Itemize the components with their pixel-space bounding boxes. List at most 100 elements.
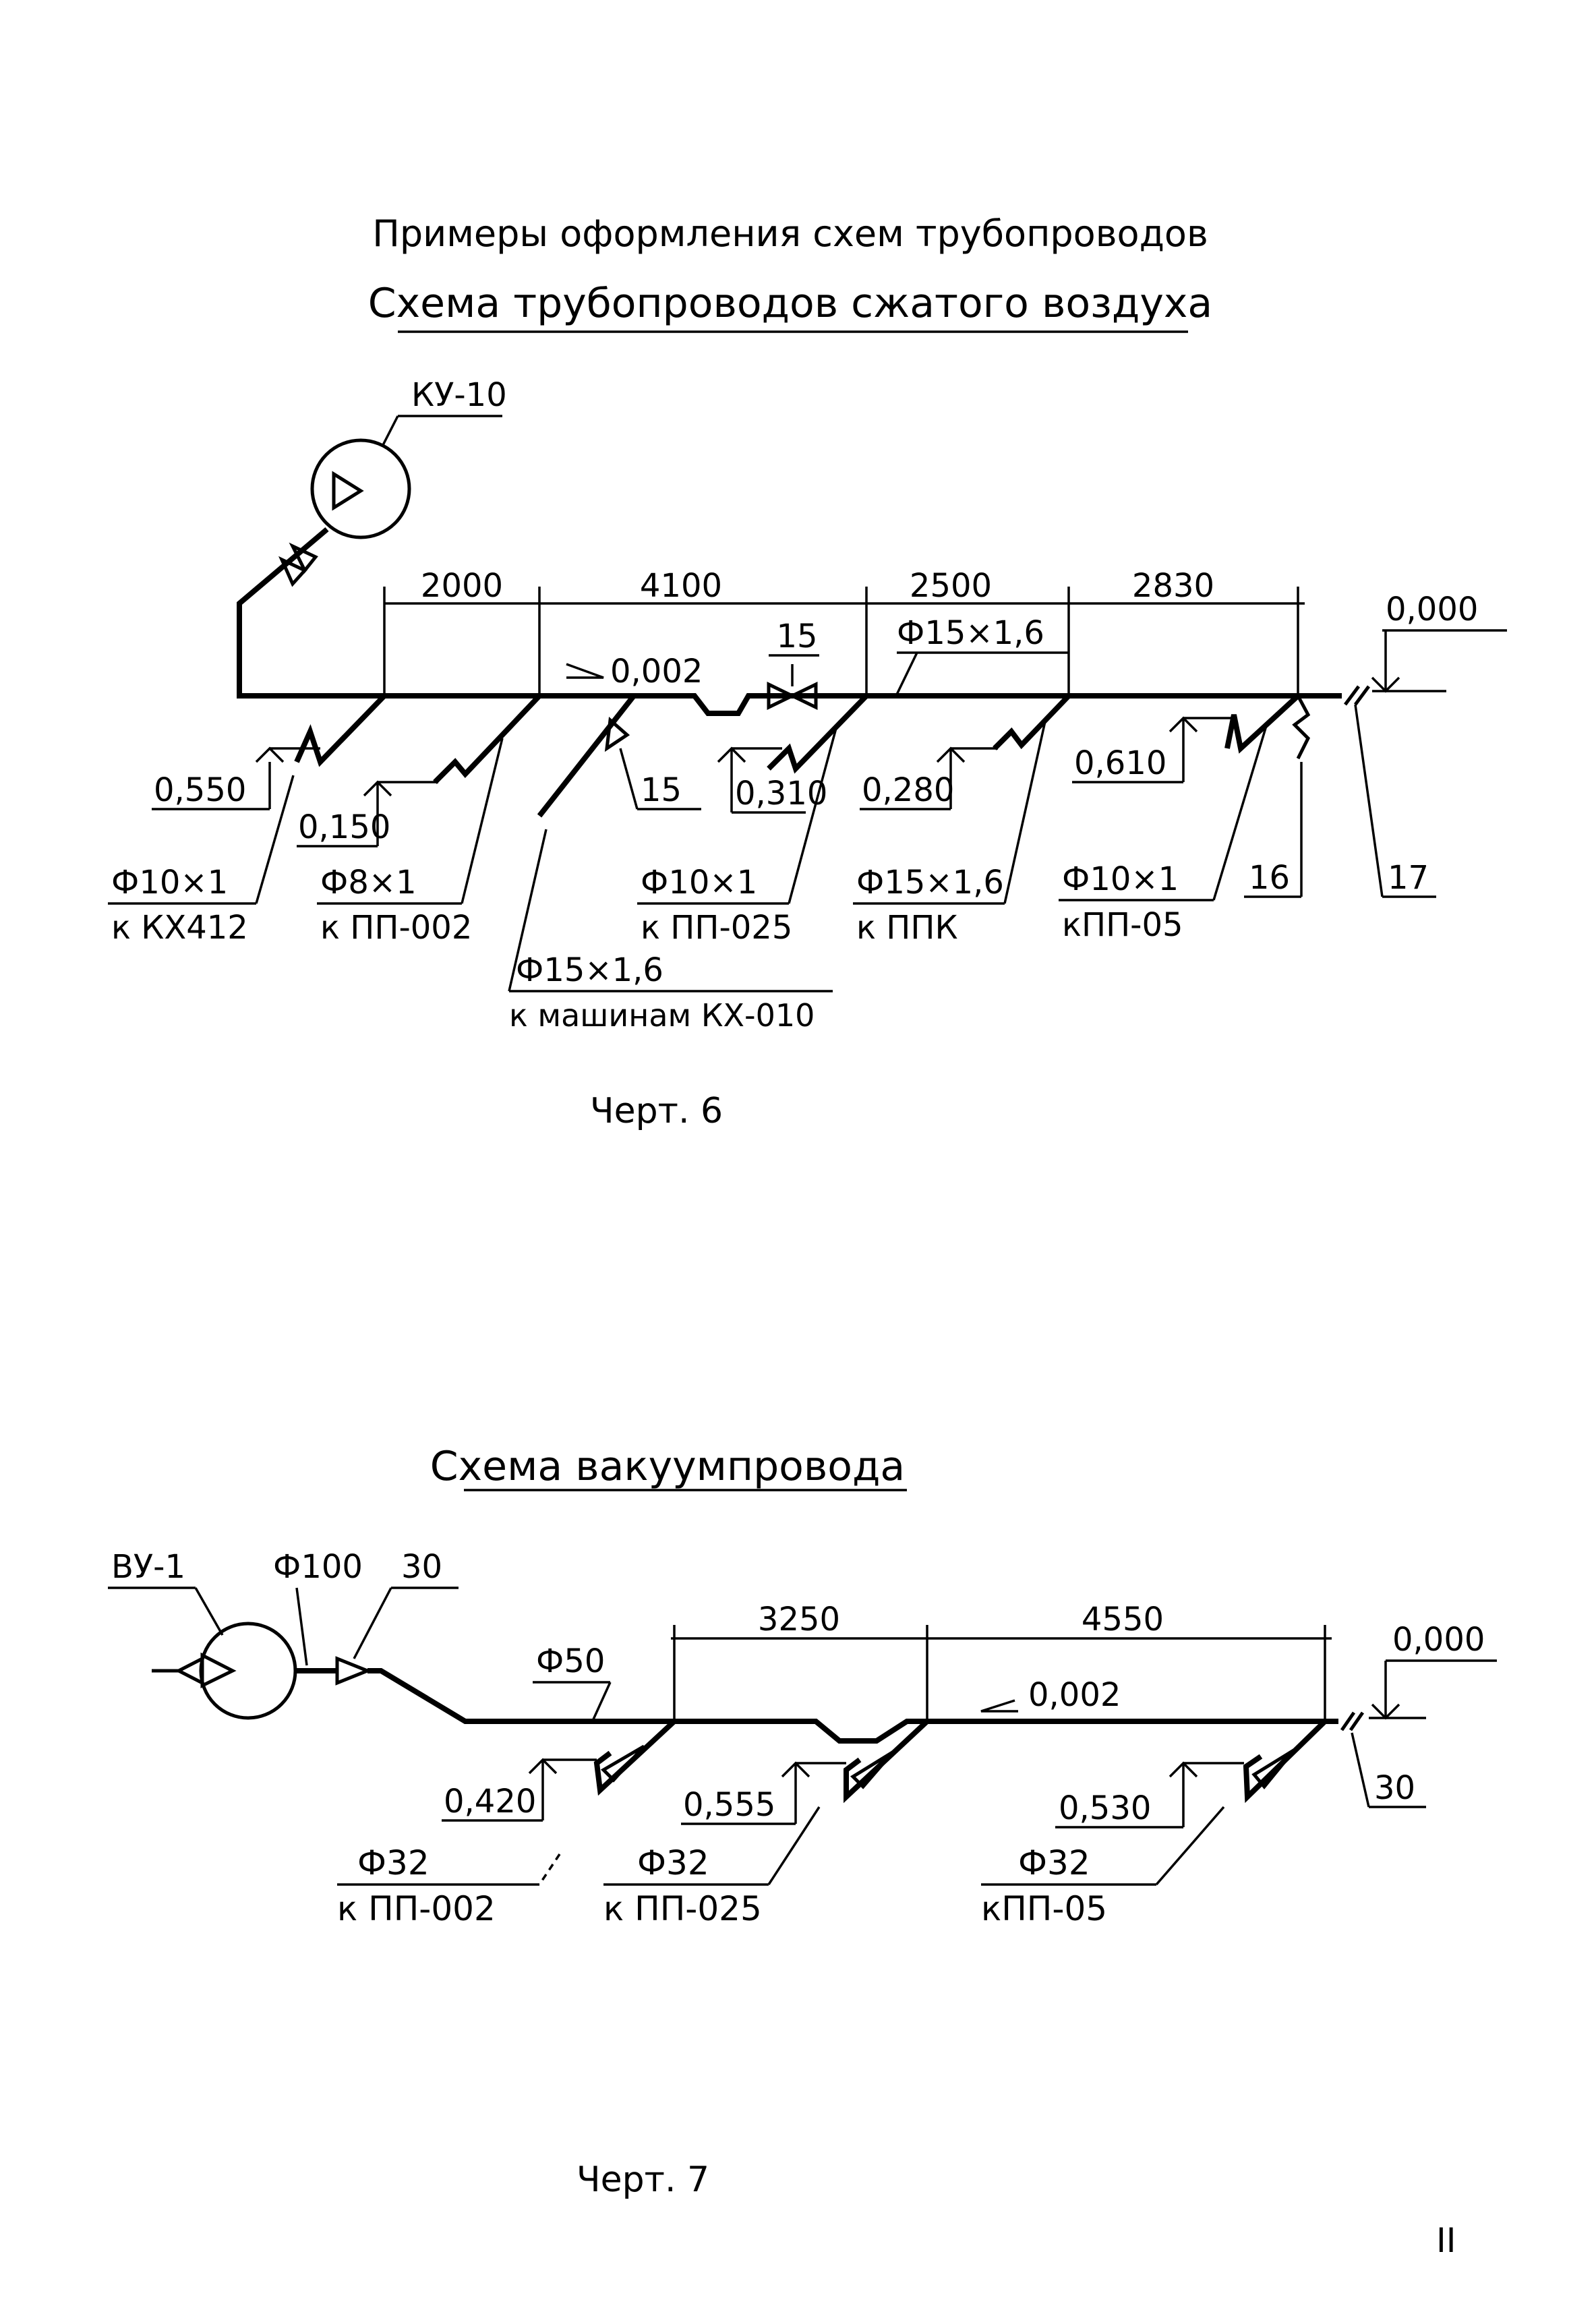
svg-text:Ф32: Ф32 [1018,1843,1090,1882]
filter-icon [335,1656,372,1686]
slope-sign-icon [566,663,604,679]
svg-text:кПП-05: кПП-05 [981,1889,1107,1928]
pos30-right-leader [1351,1732,1370,1808]
svg-text:Ф15×1,6: Ф15×1,6 [516,951,663,989]
branch-ppk [993,694,1071,750]
branch-label: Ф10×1 к КХ412 [108,775,295,947]
compressor-icon [310,438,411,539]
pos30-top-label: 30 [401,1548,442,1586]
scheme2-diagram: Схема вакуумпровода ВУ-1 Ф100 30 Ф50 325… [108,1443,1497,2200]
svg-text:к ППК: к ППК [856,909,958,947]
pump-label: ВУ-1 [111,1548,185,1586]
valve-icon [788,682,818,710]
compressor-label: КУ-10 [411,376,507,414]
inlet-leader [295,1587,308,1666]
level-zero-value: 0,000 [1392,1621,1485,1659]
elevation-mark [860,746,998,810]
elevation-0550: 0,550 [154,771,246,809]
valve-icon [767,682,796,710]
branch-kx412 [294,694,386,767]
branch-label: Ф32 к ПП-025 [603,1806,821,1928]
elevation-0280: 0,280 [862,771,954,809]
svg-text:Ф10×1: Ф10×1 [1062,860,1179,898]
elevation-mark [152,746,320,810]
valve-icon [289,542,318,574]
valve2-label: 15 [641,771,682,809]
pos17-label: 17 [1388,859,1429,897]
main-air-pipe [237,527,1342,716]
svg-text:к ПП-025: к ПП-025 [603,1889,762,1928]
branch-label: Ф32 кПП-05 [981,1806,1225,1928]
scheme1-diagram: КУ-10 15 2000 4100 2500 2830 0,002 Ф15×1… [108,376,1507,1131]
svg-text:кПП-05: кПП-05 [1062,906,1183,944]
pos30-leader [353,1587,392,1659]
main-pipe-leader [895,652,918,695]
svg-text:к КХ412: к КХ412 [111,909,248,947]
elevation-0310: 0,310 [735,775,827,812]
scheme2-title: Схема вакуумпровода [430,1443,905,1490]
svg-text:Ф10×1: Ф10×1 [641,864,757,901]
branch-label-machines: Ф15×1,6 к машинам КХ-010 [508,829,833,1034]
valve-label: 15 [776,618,817,655]
branch-label: Ф8×1 к ПП-002 [317,738,504,947]
valve-icon [278,556,308,587]
dimension-3250: 3250 [758,1601,840,1638]
branch-label: Ф15×1,6 к ППК [853,721,1046,947]
dimension-4100: 4100 [640,567,722,605]
scheme2-caption: Черт. 7 [577,2160,709,2200]
elevation-mark [1072,716,1234,783]
filter-icon [850,1750,895,1789]
pipe-break-icon [1349,1711,1365,1731]
elevation-mark [442,1758,597,1822]
elevation-mark [297,780,438,848]
svg-text:Ф32: Ф32 [637,1843,709,1882]
svg-text:Ф8×1: Ф8×1 [320,864,417,901]
slope-value: 0,002 [1028,1676,1121,1714]
inlet-pipe-size: Ф100 [273,1548,363,1586]
pos17-leader [1354,704,1384,897]
page-number: II [1436,2221,1456,2260]
scheme1-caption: Черт. 6 [590,1091,723,1131]
branch-label: Ф10×1 кПП-05 [1059,721,1269,944]
pipe-break-icon [1340,1711,1356,1731]
svg-text:к машинам КХ-010: к машинам КХ-010 [509,997,815,1034]
compressor-arrow-icon [332,471,364,511]
main-pipe-leader [592,1682,612,1720]
svg-text:к ПП-025: к ПП-025 [641,909,792,947]
elevation-0150: 0,150 [298,808,390,846]
pos30-right-label: 30 [1374,1769,1415,1807]
svg-text:Ф15×1,6: Ф15×1,6 [856,864,1004,901]
elevation-0530: 0,530 [1059,1789,1151,1827]
main-vacuum-pipe [367,1668,1338,1744]
svg-text:к ПП-002: к ПП-002 [337,1889,496,1928]
branch-label: Ф10×1 к ПП-025 [637,728,837,947]
pipe-break-icon [1353,685,1371,706]
main-pipe-size: Ф50 [536,1642,605,1680]
pump-arrow-icon [200,1652,237,1689]
filter-icon [1251,1748,1296,1789]
pump-leader [194,1587,224,1636]
filter-icon [600,1744,645,1783]
branch-pp05 [1224,694,1300,754]
dimension-2000: 2000 [421,567,503,605]
svg-text:к ПП-002: к ПП-002 [320,909,472,947]
elevation-mark [717,746,806,814]
branch-pp002 [433,694,541,784]
scheme1-title: Схема трубопроводов сжатого воздуха [368,280,1212,327]
valve-icon [604,716,630,752]
pos16-fitting-icon [1292,694,1311,760]
pos16-label: 16 [1249,859,1290,897]
slope-sign-icon [980,1699,1018,1713]
elevation-0610: 0,610 [1074,744,1166,782]
branch-machines [537,694,637,818]
valve2-leader [619,748,639,810]
page-subtitle: Примеры оформления схем трубопроводов [372,212,1208,255]
slope-value: 0,002 [610,653,703,690]
elevation-mark [1055,1761,1244,1829]
dimension-2830: 2830 [1132,567,1214,605]
elevation-mark [681,1761,846,1825]
elevation-0555: 0,555 [683,1786,775,1824]
pipe-break-icon [1343,685,1361,706]
